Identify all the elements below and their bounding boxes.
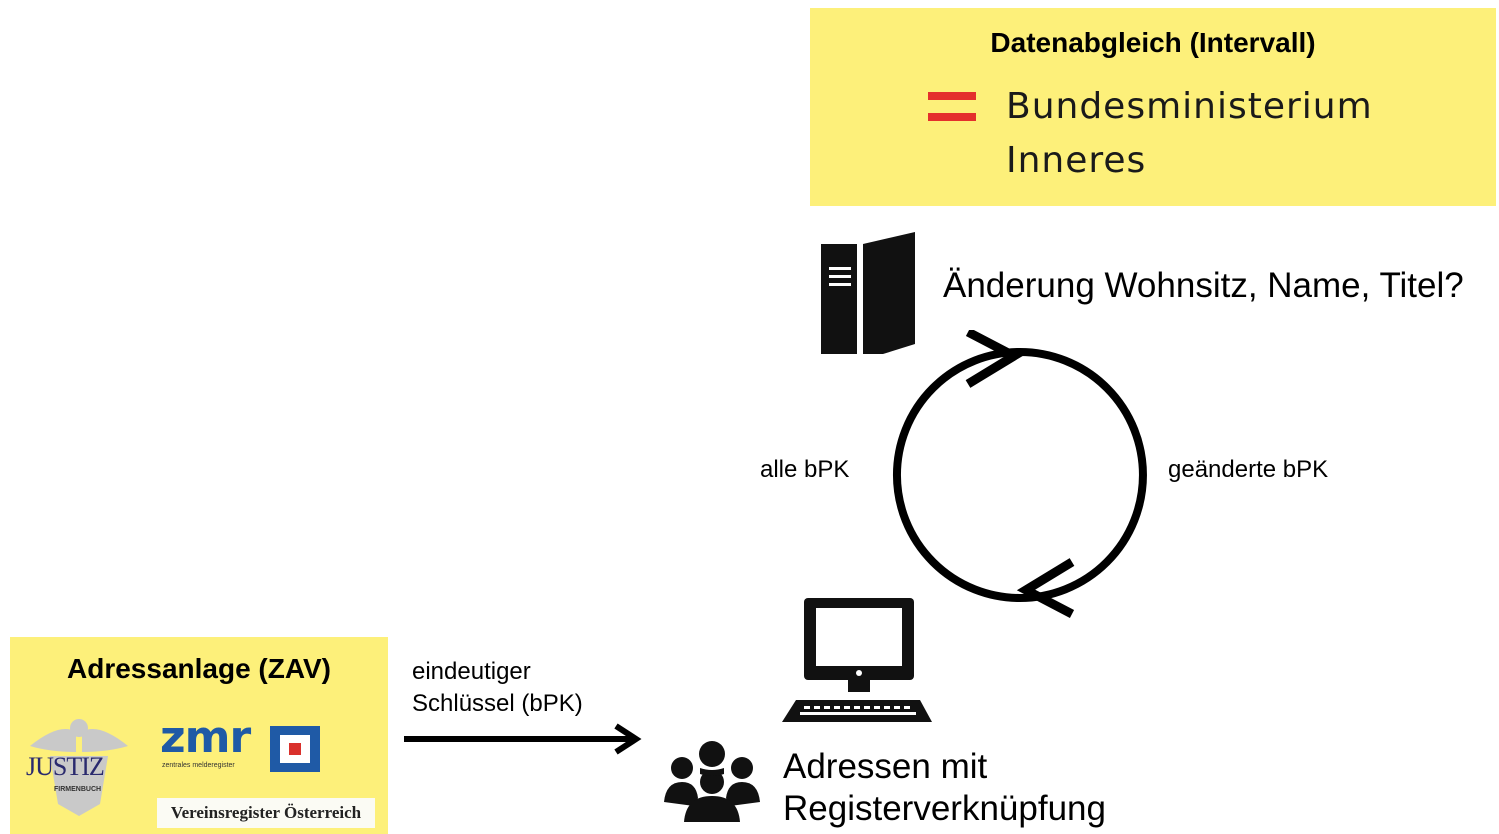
target-line1: Adressen mit bbox=[783, 747, 988, 786]
target-label: Adressen mit Registerverknüpfung bbox=[783, 746, 1106, 830]
cycle-right-label: geänderte bPK bbox=[1168, 456, 1329, 483]
zmr-logo-text: zmr bbox=[160, 712, 251, 763]
server-icon bbox=[821, 232, 915, 354]
zmr-logo-square bbox=[270, 726, 320, 772]
bmi-datenabgleich-box: Datenabgleich (Intervall) Bundesminister… bbox=[810, 8, 1496, 206]
computer-icon bbox=[782, 598, 932, 722]
bmi-box-title: Datenabgleich (Intervall) bbox=[990, 27, 1316, 58]
zmr-logo: zmr zentrales melderegister bbox=[160, 712, 324, 774]
zav-box-title: Adressanlage (ZAV) bbox=[67, 653, 331, 684]
arrow-label-line2: Schlüssel (bPK) bbox=[412, 690, 583, 717]
vereinsregister-logo: Vereinsregister Österreich bbox=[157, 798, 375, 828]
austria-flag-stripe-bottom bbox=[928, 113, 976, 121]
cycle-left-label: alle bPK bbox=[760, 456, 850, 483]
target-line2: Registerverknüpfung bbox=[783, 789, 1106, 828]
cycle-arrows-icon bbox=[893, 330, 1147, 618]
right-arrow-icon bbox=[404, 723, 642, 755]
justiz-logo-subtext: FIRMENBUCH bbox=[54, 786, 102, 793]
bmi-logo-line2: Inneres bbox=[1006, 140, 1147, 181]
arrow-label-line1: eindeutiger bbox=[412, 658, 531, 685]
server-question: Änderung Wohnsitz, Name, Titel? bbox=[943, 266, 1464, 305]
bmi-logo-line1: Bundesministerium bbox=[1006, 86, 1373, 127]
justiz-logo: JUSTIZ FIRMENBUCH bbox=[20, 712, 138, 824]
justiz-logo-text: JUSTIZ bbox=[26, 752, 105, 781]
users-icon bbox=[664, 741, 760, 822]
austria-flag-stripe-top bbox=[928, 92, 976, 100]
arrow-label: eindeutiger Schlüssel (bPK) bbox=[412, 656, 583, 720]
zmr-logo-subtext: zentrales melderegister bbox=[162, 762, 235, 769]
